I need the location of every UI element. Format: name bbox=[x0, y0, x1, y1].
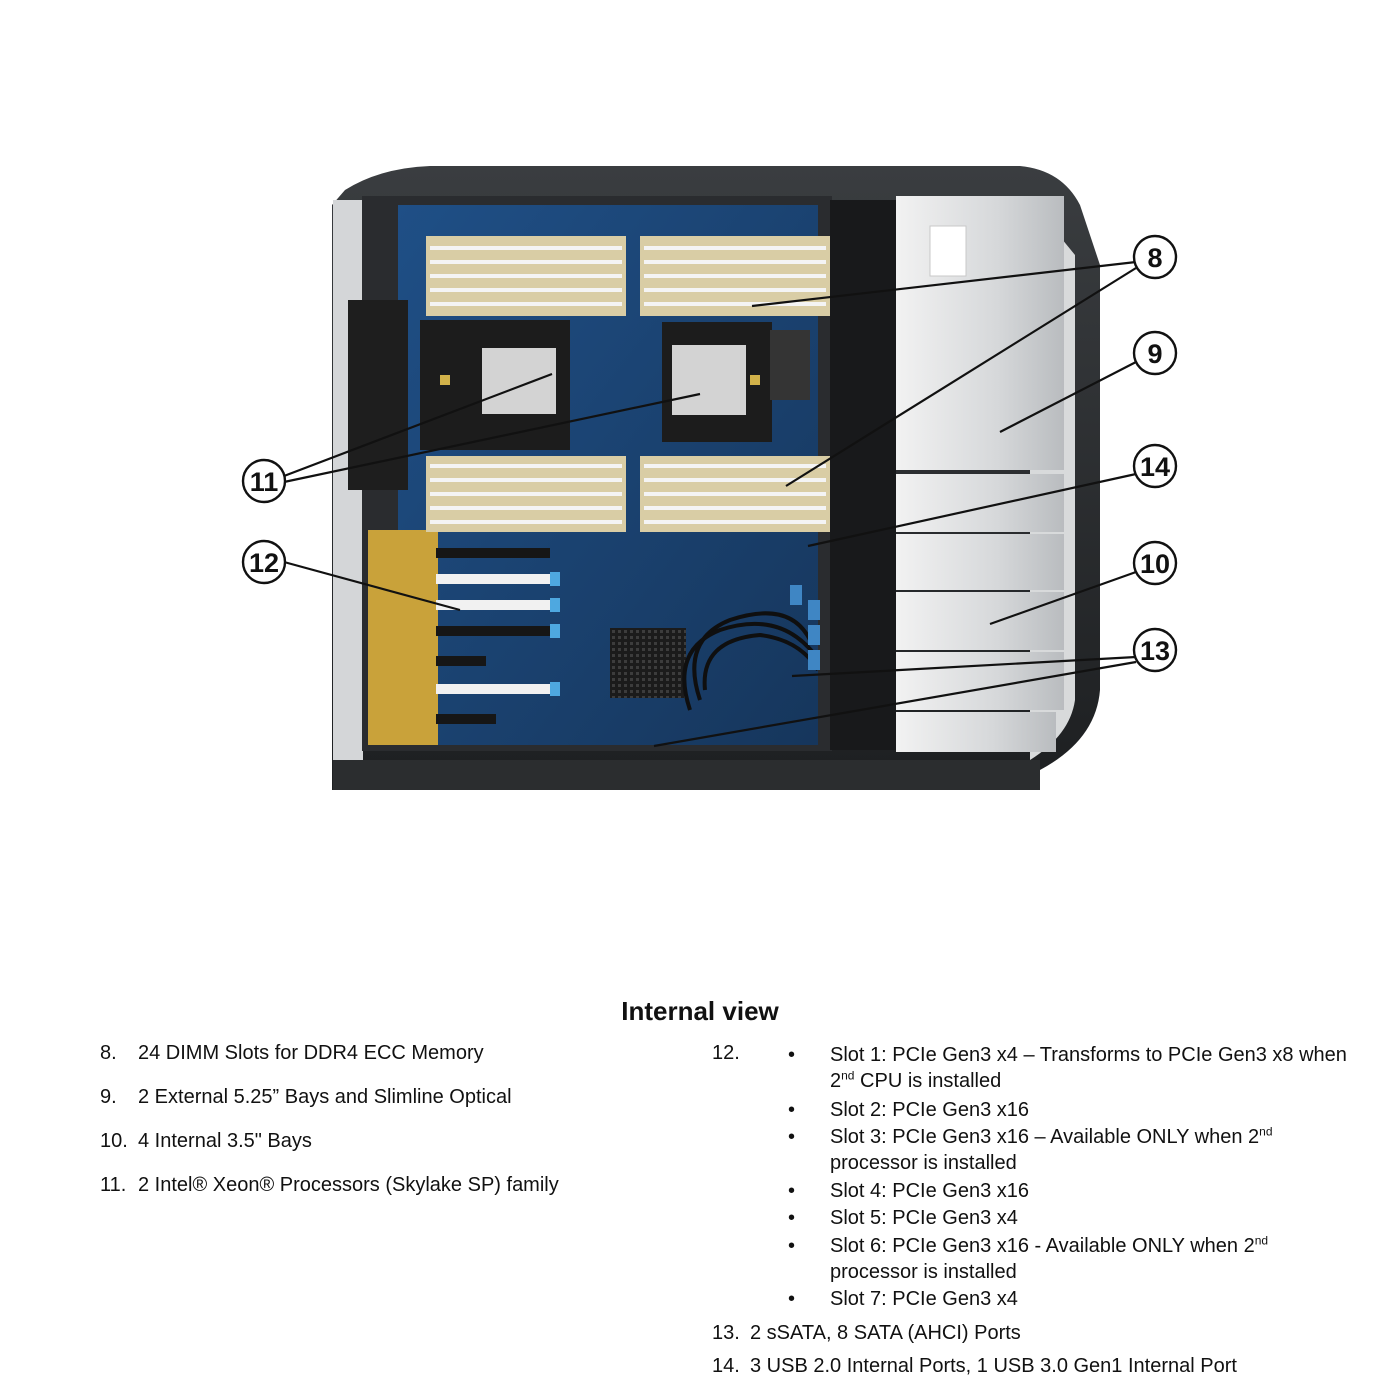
bullet-icon: • bbox=[788, 1180, 796, 1202]
bullet-icon: • bbox=[788, 1288, 796, 1310]
list-item: 11. 2 Intel® Xeon® Processors (Skylake S… bbox=[100, 1172, 660, 1198]
pcie-riser-area bbox=[368, 530, 438, 745]
bullet-icon: • bbox=[788, 1126, 796, 1148]
item-text: 4 Internal 3.5" Bays bbox=[138, 1130, 312, 1152]
list-item: 13. 2 sSATA, 8 SATA (AHCI) Ports bbox=[712, 1320, 1021, 1346]
item-text: 2 External 5.25” Bays and Slimline Optic… bbox=[138, 1086, 512, 1108]
drive-bays bbox=[830, 196, 1064, 752]
sata-cables bbox=[682, 611, 820, 711]
list-item: 9. 2 External 5.25” Bays and Slimline Op… bbox=[100, 1084, 660, 1110]
callout-10: 10 bbox=[1132, 540, 1178, 586]
svg-text:9: 9 bbox=[1147, 339, 1162, 369]
callout-12: 12 bbox=[241, 539, 287, 585]
workstation-internal-view-figure: 8 9 14 10 13 11 12 bbox=[241, 166, 1178, 790]
slot-text: Slot 3: PCIe Gen3 x16 – Available ONLY w… bbox=[830, 1124, 1273, 1174]
callout-9: 9 bbox=[1132, 330, 1178, 376]
svg-text:12: 12 bbox=[249, 548, 279, 578]
item-number: 14. bbox=[712, 1355, 740, 1377]
slot-text: Slot 4: PCIe Gen3 x16 bbox=[830, 1180, 1030, 1202]
list-item: 10. 4 Internal 3.5" Bays bbox=[100, 1128, 660, 1154]
item-number: 13. bbox=[712, 1322, 740, 1344]
svg-text:10: 10 bbox=[1140, 549, 1170, 579]
slot-text: Slot 1: PCIe Gen3 x4 – Transforms to PCI… bbox=[830, 1044, 1347, 1092]
left-feature-list: 8. 24 DIMM Slots for DDR4 ECC Memory 9. … bbox=[100, 1040, 660, 1216]
section-title: Internal view bbox=[621, 996, 779, 1026]
callout-13: 13 bbox=[1132, 627, 1178, 673]
callout-leader-lines bbox=[283, 260, 1137, 748]
item-text: 2 Intel® Xeon® Processors (Skylake SP) f… bbox=[138, 1174, 559, 1196]
chipset-heatsink bbox=[610, 628, 686, 698]
list-item: 8. 24 DIMM Slots for DDR4 ECC Memory bbox=[100, 1040, 660, 1066]
slot-text: Slot 6: PCIe Gen3 x16 - Available ONLY w… bbox=[830, 1233, 1269, 1283]
item-text: 24 DIMM Slots for DDR4 ECC Memory bbox=[138, 1042, 484, 1064]
slot-text: Slot 2: PCIe Gen3 x16 bbox=[830, 1099, 1030, 1121]
callout-14: 14 bbox=[1132, 443, 1178, 489]
item-number: 11. bbox=[100, 1174, 127, 1196]
pcie-slots bbox=[436, 548, 560, 724]
list-item: 14. 3 USB 2.0 Internal Ports, 1 USB 3.0 G… bbox=[712, 1353, 1237, 1379]
item-number: 8. bbox=[100, 1042, 117, 1064]
bullet-icon: • bbox=[788, 1099, 796, 1121]
bullet-icon: • bbox=[788, 1235, 796, 1257]
callout-8: 8 bbox=[1132, 234, 1178, 280]
slot-text: Slot 7: PCIe Gen3 x4 bbox=[830, 1288, 1018, 1310]
item-number: 9. bbox=[100, 1086, 117, 1108]
item-number: 12. bbox=[712, 1042, 740, 1064]
item-number: 10. bbox=[100, 1130, 128, 1152]
bullet-icon: • bbox=[788, 1207, 796, 1229]
processor-coolers bbox=[348, 300, 810, 490]
svg-text:14: 14 bbox=[1140, 452, 1170, 482]
dimm-slots bbox=[426, 236, 830, 532]
svg-text:11: 11 bbox=[250, 467, 279, 497]
bullet-icon: • bbox=[788, 1044, 796, 1066]
sata-ports bbox=[790, 585, 820, 670]
slot-text: Slot 5: PCIe Gen3 x4 bbox=[830, 1207, 1018, 1229]
svg-text:13: 13 bbox=[1140, 636, 1170, 666]
item-text: 3 USB 2.0 Internal Ports, 1 USB 3.0 Gen1… bbox=[750, 1355, 1237, 1377]
svg-text:8: 8 bbox=[1147, 243, 1162, 273]
item-text: 2 sSATA, 8 SATA (AHCI) Ports bbox=[750, 1322, 1021, 1344]
callout-11: 11 bbox=[241, 458, 287, 504]
